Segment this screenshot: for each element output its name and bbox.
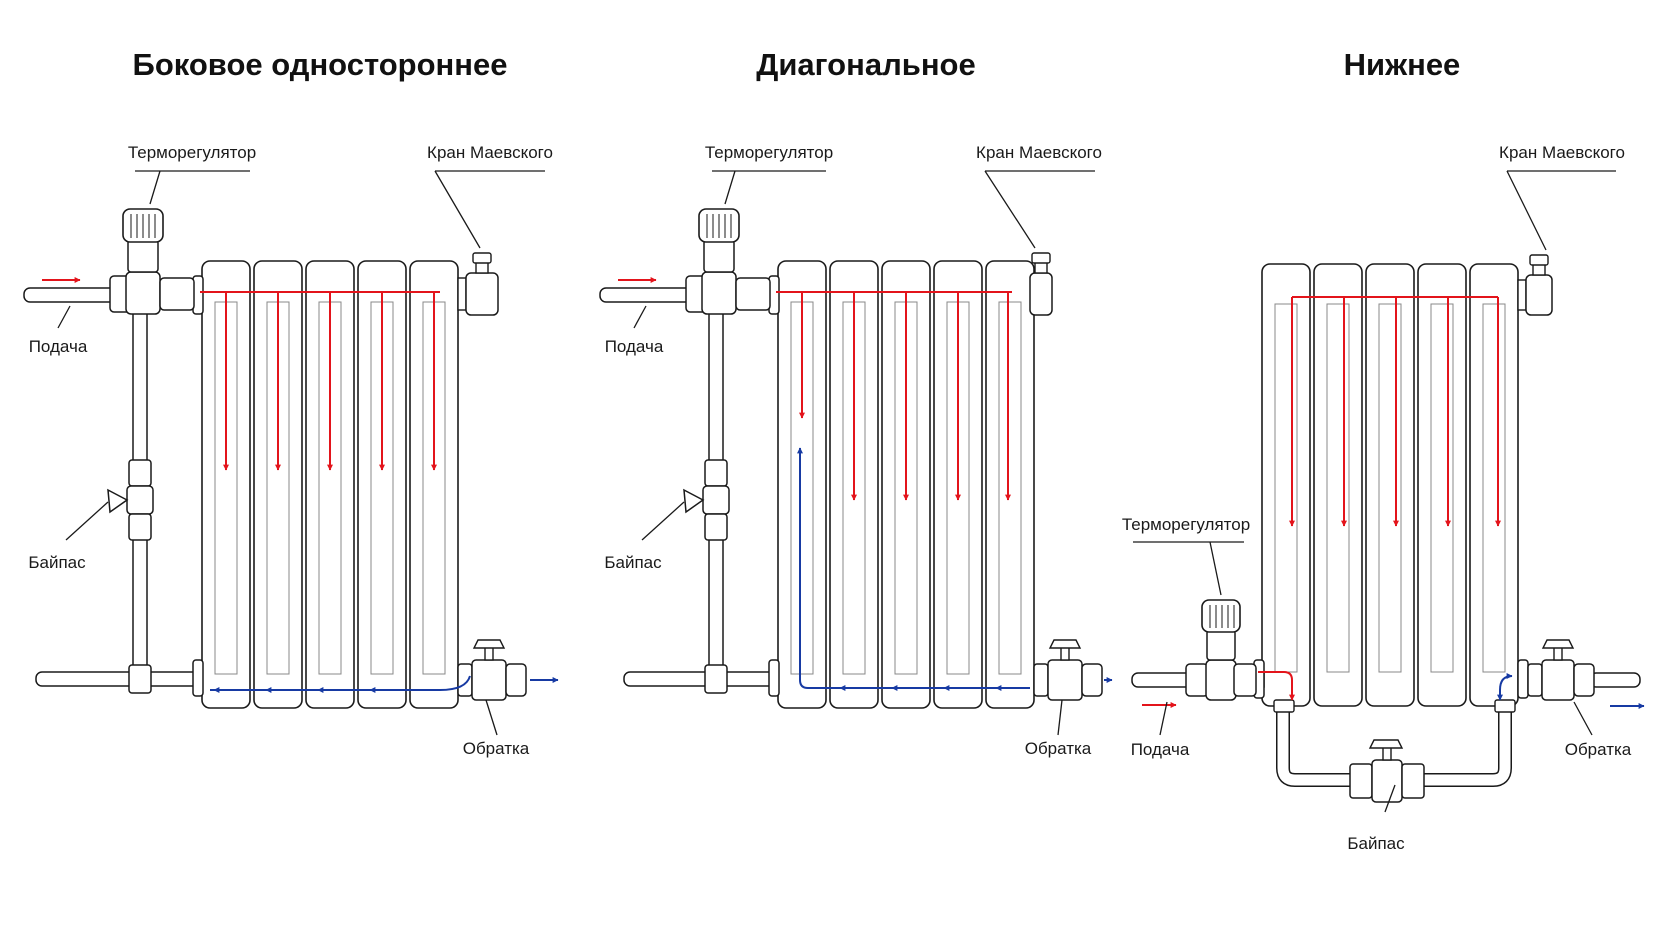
- scheme-bottom: Нижнее: [1122, 47, 1645, 853]
- supply-flow-arrows: [618, 277, 1012, 501]
- thermostat-label: Терморегулятор: [1122, 515, 1250, 534]
- return-valve-icon: [1033, 639, 1103, 701]
- return-label: Обратка: [1565, 740, 1632, 759]
- return-valve-icon: [457, 639, 527, 701]
- scheme-title: Боковое одностороннее: [133, 47, 508, 82]
- bypass-valve-icon: [683, 459, 730, 541]
- thermostat-valve-icon: [109, 208, 195, 315]
- bleed-valve-label: Кран Маевского: [976, 143, 1102, 162]
- bleed-valve-icon: [1517, 254, 1553, 316]
- return-flow-arrows: [210, 675, 559, 693]
- scheme-title: Нижнее: [1344, 47, 1461, 82]
- scheme-diagonal: Диагональное: [599, 47, 1113, 758]
- return-valve-icon: [1527, 639, 1595, 701]
- supply-flow-arrows: [42, 277, 440, 471]
- supply-label: Подача: [605, 337, 664, 356]
- radiator: [777, 260, 1035, 709]
- bypass-label: Байпас: [28, 553, 86, 572]
- supply-label: Подача: [29, 337, 88, 356]
- radiator: [1261, 263, 1519, 707]
- supply-flow-arrows: [1142, 296, 1501, 708]
- bleed-valve-label: Кран Маевского: [1499, 143, 1625, 162]
- thermostat-label: Терморегулятор: [128, 143, 256, 162]
- bypass-valve-icon: [107, 459, 154, 541]
- leader-lines: [633, 170, 1095, 736]
- supply-label: Подача: [1131, 740, 1190, 759]
- bleed-valve-icon: [1029, 252, 1053, 316]
- scheme-title: Диагональное: [756, 47, 975, 82]
- return-flow-arrows: [1497, 673, 1645, 709]
- return-flow-arrows: [797, 447, 1113, 691]
- bypass-label: Байпас: [604, 553, 662, 572]
- thermostat-valve-icon: [685, 208, 771, 315]
- bypass-valve-icon: [1349, 739, 1425, 803]
- thermostat-valve-icon: [1185, 599, 1257, 701]
- return-label: Обратка: [1025, 739, 1092, 758]
- bypass-label: Байпас: [1347, 834, 1405, 853]
- leader-lines: [1133, 170, 1616, 813]
- bleed-valve-icon: [457, 252, 499, 316]
- scheme-side-one-way: Боковое одностороннее: [23, 47, 559, 758]
- bleed-valve-label: Кран Маевского: [427, 143, 553, 162]
- return-label: Обратка: [463, 739, 530, 758]
- leader-lines: [57, 170, 545, 736]
- thermostat-label: Терморегулятор: [705, 143, 833, 162]
